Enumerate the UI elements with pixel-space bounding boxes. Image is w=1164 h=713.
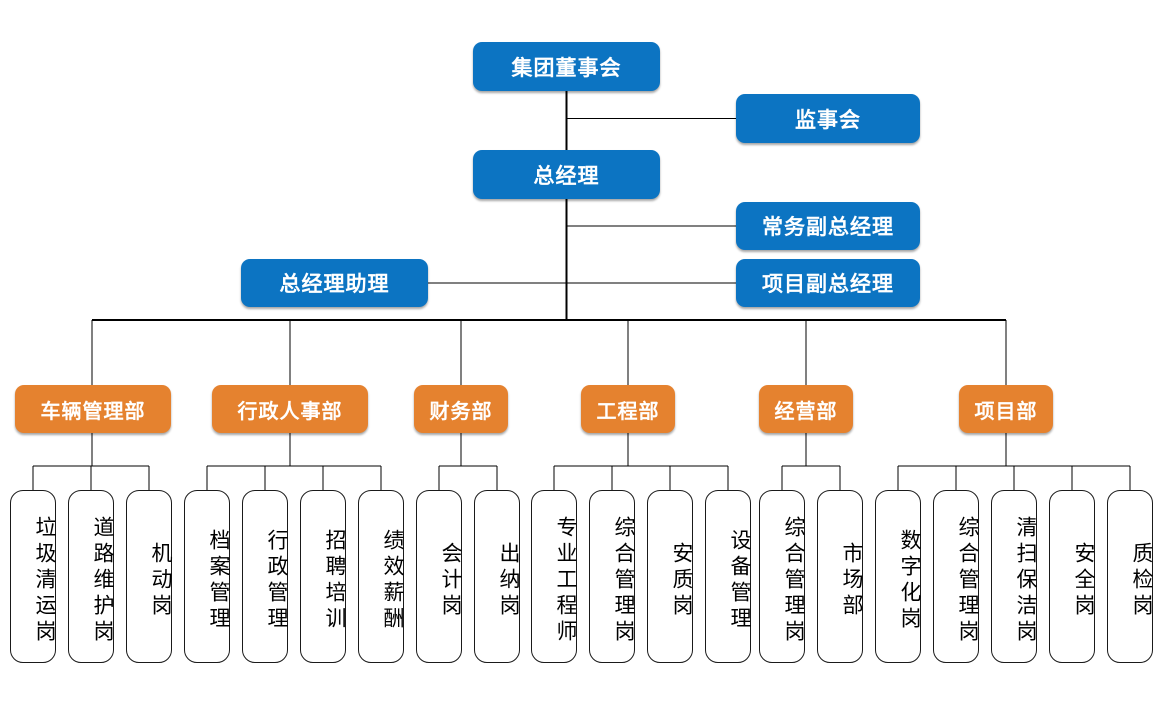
node-post-3-2[interactable]: 安质岗 [647, 490, 693, 663]
node-post-0-2[interactable]: 机动岗 [126, 490, 172, 663]
node-executive-deputy-gm[interactable]: 常务副总经理 [736, 202, 920, 250]
node-department-2[interactable]: 财务部 [414, 385, 508, 433]
node-post-3-0[interactable]: 专业工程师 [531, 490, 577, 663]
node-post-0-0[interactable]: 垃圾清运岗 [10, 490, 56, 663]
node-post-5-0[interactable]: 数字化岗 [875, 490, 921, 663]
node-post-5-3[interactable]: 安全岗 [1049, 490, 1095, 663]
node-post-1-0[interactable]: 档案管理 [184, 490, 230, 663]
node-project-deputy-gm[interactable]: 项目副总经理 [736, 259, 920, 307]
node-post-2-1[interactable]: 出纳岗 [474, 490, 520, 663]
node-post-3-1[interactable]: 综合管理岗 [589, 490, 635, 663]
node-post-1-1[interactable]: 行政管理 [242, 490, 288, 663]
node-post-1-3[interactable]: 绩效薪酬 [358, 490, 404, 663]
node-gm-assistant[interactable]: 总经理助理 [241, 259, 428, 307]
node-board[interactable]: 集团董事会 [473, 42, 660, 91]
node-post-0-1[interactable]: 道路维护岗 [68, 490, 114, 663]
node-post-4-1[interactable]: 市场部 [817, 490, 863, 663]
node-department-1[interactable]: 行政人事部 [212, 385, 368, 433]
node-department-0[interactable]: 车辆管理部 [15, 385, 171, 433]
node-department-4[interactable]: 经营部 [759, 385, 853, 433]
node-post-1-2[interactable]: 招聘培训 [300, 490, 346, 663]
node-department-5[interactable]: 项目部 [959, 385, 1053, 433]
node-post-5-2[interactable]: 清扫保洁岗 [991, 490, 1037, 663]
node-post-4-0[interactable]: 综合管理岗 [759, 490, 805, 663]
node-post-3-3[interactable]: 设备管理 [705, 490, 751, 663]
node-supervisory-board[interactable]: 监事会 [736, 94, 920, 143]
node-general-manager[interactable]: 总经理 [473, 150, 660, 199]
node-post-2-0[interactable]: 会计岗 [416, 490, 462, 663]
node-department-3[interactable]: 工程部 [581, 385, 675, 433]
node-post-5-4[interactable]: 质检岗 [1107, 490, 1153, 663]
node-post-5-1[interactable]: 综合管理岗 [933, 490, 979, 663]
